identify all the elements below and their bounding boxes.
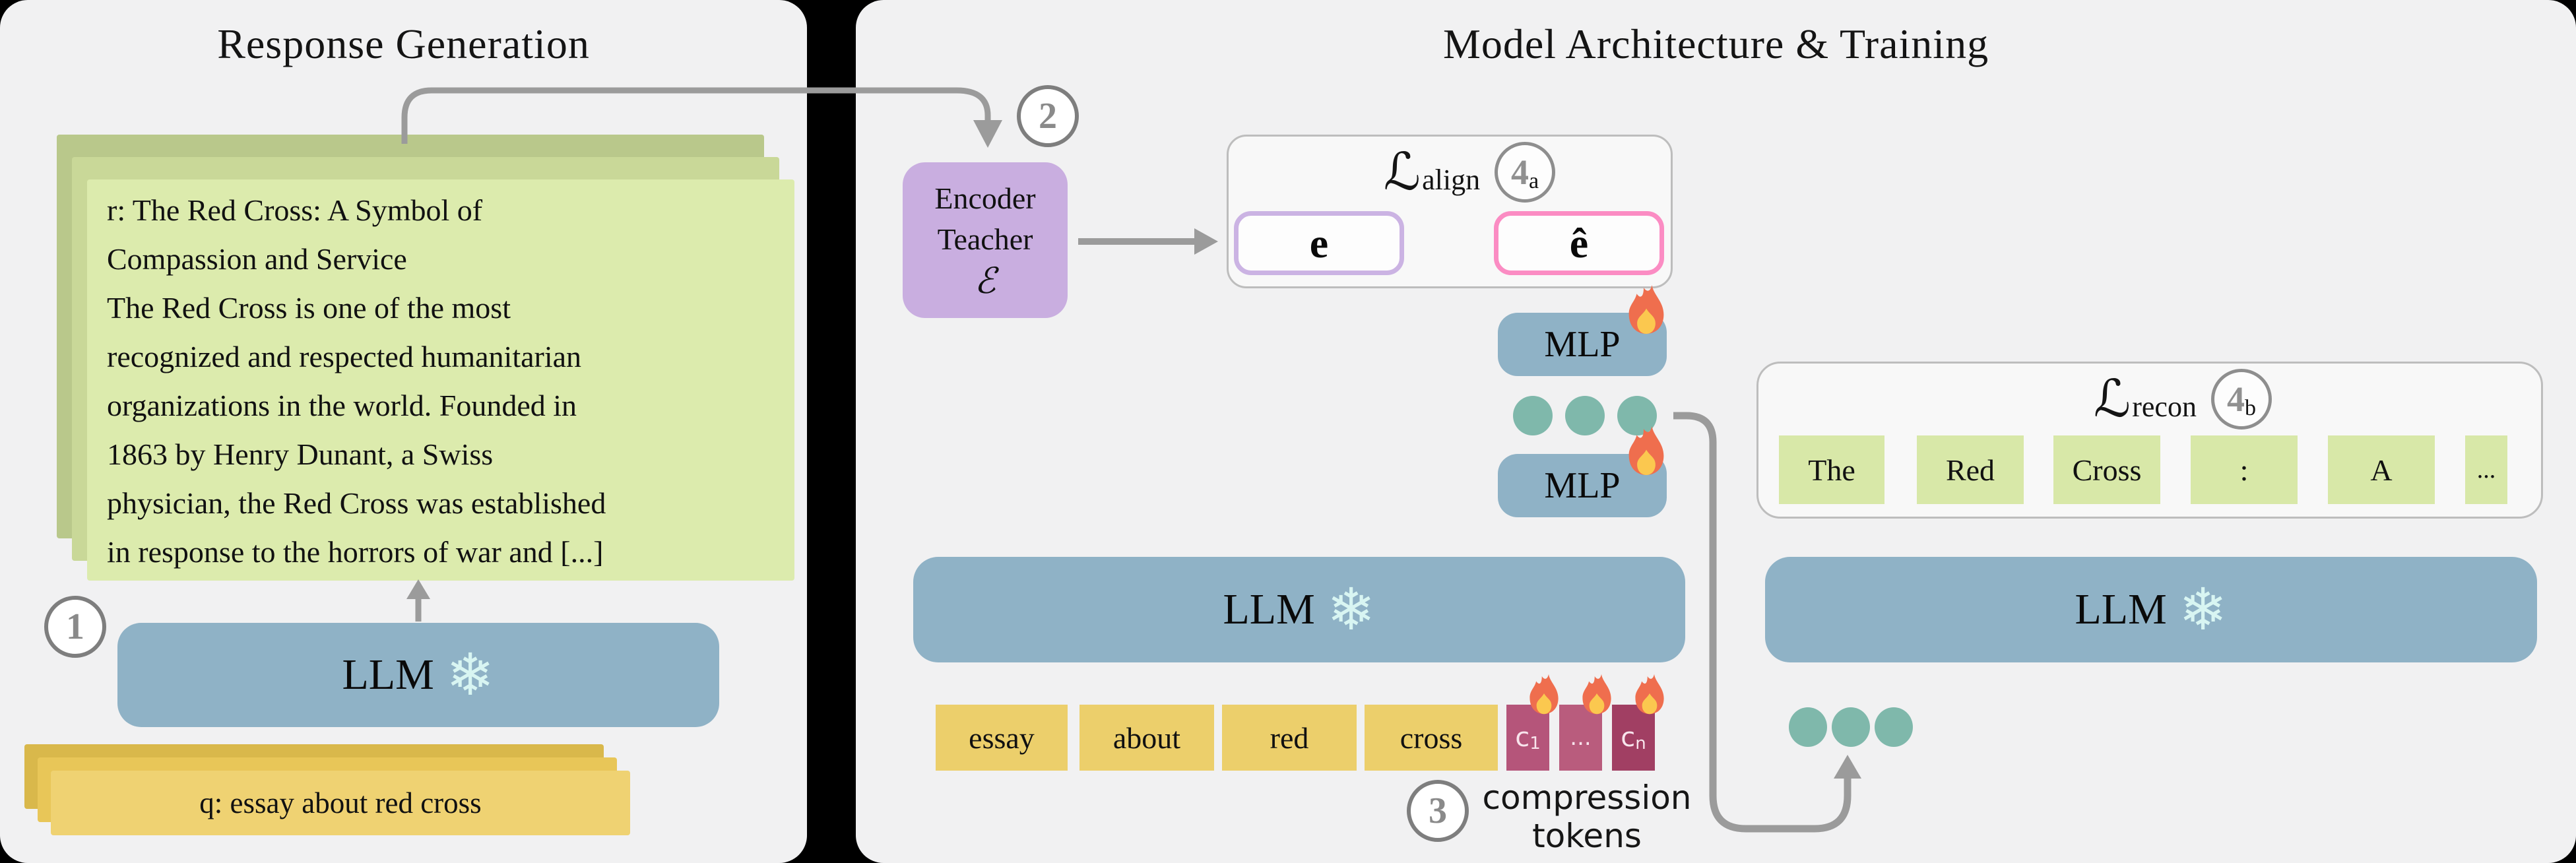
align-loss-symbol: ℒ [1383, 143, 1421, 201]
compression-tokens-caption: compression tokens [1482, 779, 1692, 855]
encoder-line2: Teacher [937, 222, 1033, 256]
llm-decoder-box: LLM ❄ [1765, 557, 2537, 662]
step-2-badge: 2 [1017, 85, 1079, 147]
input-token: red [1222, 705, 1357, 771]
output-dot [1789, 707, 1827, 747]
fire-trainable-icon [1635, 674, 1664, 715]
recon-token: The [1779, 435, 1884, 504]
embedding-e-box: e [1234, 211, 1404, 275]
recon-loss-symbol: ℒ [2094, 370, 2131, 428]
llm-label: LLM [2075, 585, 2167, 633]
encoder-line1: Encoder [934, 181, 1036, 215]
fire-trainable-icon [1530, 674, 1559, 715]
compression-token-ellipsis: ... [1559, 705, 1602, 771]
query-text: q: essay about red cross [199, 786, 482, 819]
output-dot [1832, 707, 1870, 747]
fire-trainable-icon [1628, 285, 1664, 334]
step-1-badge: 1 [44, 596, 106, 658]
embedding-e-hat-label: ê [1569, 219, 1589, 267]
fire-trainable-icon [1628, 426, 1664, 475]
output-dot [1875, 707, 1913, 747]
response-card [87, 179, 794, 581]
mlp-top-label: MLP [1544, 324, 1621, 365]
input-token: about [1079, 705, 1214, 771]
embedding-e-hat-box: ê [1494, 211, 1664, 275]
input-token: cross [1365, 705, 1498, 771]
encoder-symbol: ℰ [974, 261, 996, 301]
mlp-bottom-label: MLP [1544, 465, 1621, 506]
llm-generation-box: LLM ❄ [117, 623, 719, 727]
recon-token: : [2191, 435, 2298, 504]
right-panel-title: Model Architecture & Training [1442, 20, 1989, 67]
recon-token-ellipsis: ... [2465, 435, 2507, 504]
input-token: essay [936, 705, 1068, 771]
embedding-e-label: e [1309, 219, 1329, 267]
llm-training-box: LLM ❄ [913, 557, 1685, 662]
encoder-teacher-box: Encoder Teacher ℰ [903, 162, 1068, 318]
left-panel-title: Response Generation [217, 20, 590, 67]
latent-dot [1617, 396, 1657, 435]
fire-trainable-icon [1582, 674, 1611, 715]
step-2-number: 2 [1039, 96, 1057, 137]
recon-loss-subscript: recon [2132, 391, 2197, 423]
llm-label: LLM [1223, 585, 1315, 633]
response-text: r: The Red Cross: A Symbol of Compassion… [107, 193, 606, 569]
recon-token: Cross [2053, 435, 2160, 504]
step-3-badge: 3 [1407, 780, 1469, 842]
recon-token: Red [1917, 435, 2024, 504]
query-card: q: essay about red cross [51, 771, 630, 835]
step-3-number: 3 [1429, 790, 1447, 831]
step-1-number: 1 [66, 606, 84, 647]
latent-dot [1513, 396, 1553, 435]
llm-label: LLM [342, 651, 434, 699]
recon-token: A [2328, 435, 2435, 504]
align-loss-subscript: align [1422, 164, 1481, 196]
latent-dot [1565, 396, 1605, 435]
